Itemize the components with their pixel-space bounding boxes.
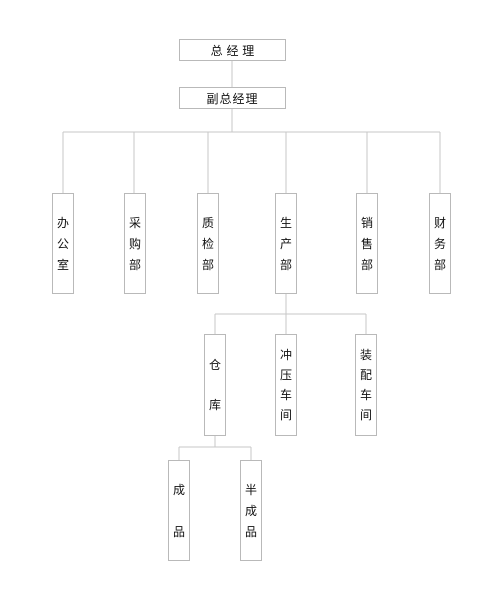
char: 质 [201, 215, 214, 230]
char: 品 [172, 524, 185, 539]
char: 售 [360, 236, 373, 251]
char: 办 [56, 215, 69, 230]
char: 成 [244, 503, 257, 518]
goods-semi-finished: 半 成 品 [240, 460, 262, 561]
char: 检 [201, 236, 214, 251]
char: 生 [279, 215, 292, 230]
char: 间 [279, 408, 292, 422]
char: 品 [244, 524, 257, 539]
char: 半 [244, 482, 257, 497]
char: 间 [359, 408, 372, 422]
char: 仓 [208, 358, 221, 372]
char: 装 [359, 348, 372, 362]
char: 部 [128, 257, 141, 272]
char: 销 [360, 215, 373, 230]
general-manager-node: 总 经 理 [179, 39, 286, 61]
general-manager-label: 总 经 理 [210, 43, 255, 58]
char: 部 [433, 257, 446, 272]
char: 务 [433, 236, 446, 251]
char: 产 [279, 236, 292, 251]
vice-general-manager-label: 副总经理 [206, 91, 259, 106]
char: 部 [360, 257, 373, 272]
department-quality: 质 检 部 [197, 193, 219, 294]
department-production: 生 产 部 [275, 193, 297, 294]
char: 冲 [279, 348, 292, 362]
char: 购 [128, 236, 141, 251]
char: 财 [433, 215, 446, 230]
department-purchasing: 采 购 部 [124, 193, 146, 294]
char: 公 [56, 236, 69, 251]
char: 车 [279, 388, 292, 402]
department-finance: 财 务 部 [429, 193, 451, 294]
char: 压 [279, 368, 292, 382]
char: 车 [359, 388, 372, 402]
department-office: 办 公 室 [52, 193, 74, 294]
char: 库 [208, 398, 221, 412]
goods-finished: 成 品 [168, 460, 190, 561]
vice-general-manager-node: 副总经理 [179, 87, 286, 109]
char: 成 [172, 482, 185, 497]
char: 部 [279, 257, 292, 272]
workshop-warehouse: 仓 库 [204, 334, 226, 436]
char: 配 [359, 368, 372, 382]
char: 部 [201, 257, 214, 272]
char: 采 [128, 215, 141, 230]
department-sales: 销 售 部 [356, 193, 378, 294]
char: 室 [56, 257, 69, 272]
workshop-stamping: 冲 压 车 间 [275, 334, 297, 436]
workshop-assembly: 装 配 车 间 [355, 334, 377, 436]
